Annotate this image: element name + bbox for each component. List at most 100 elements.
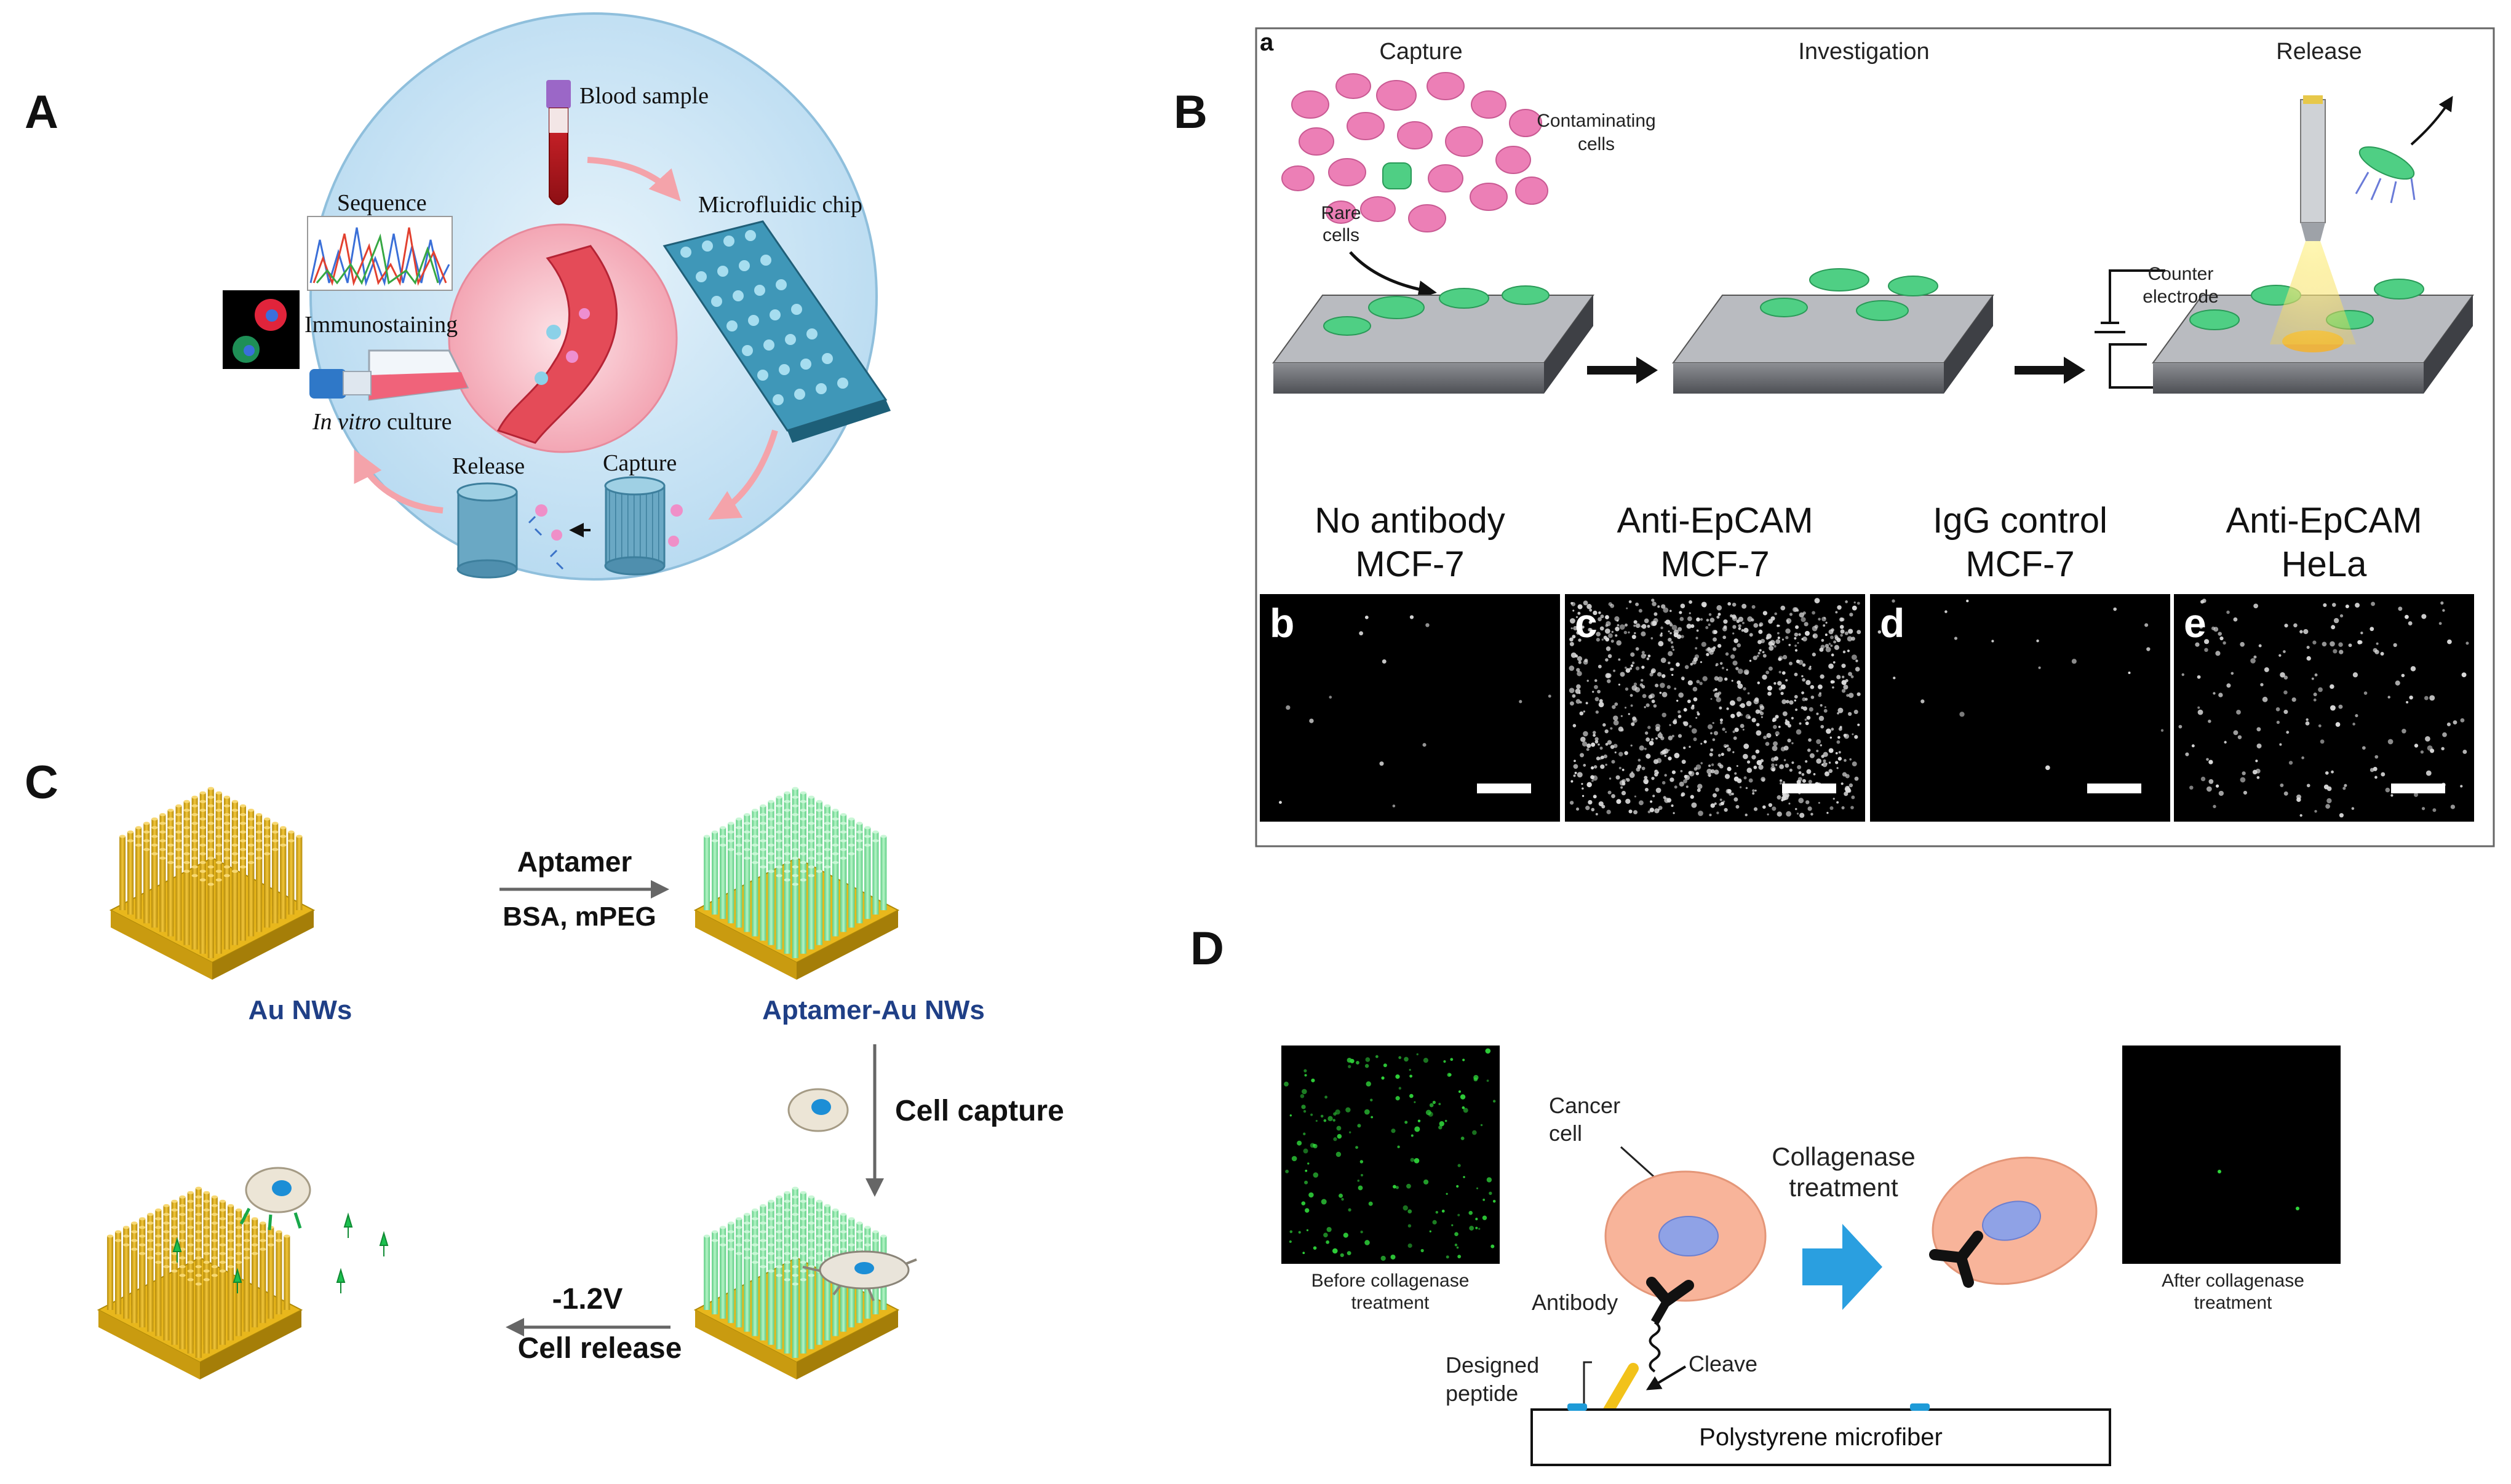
cell-speckle <box>1759 711 1764 716</box>
cell-speckle <box>1848 712 1852 716</box>
cell-speckle <box>2376 642 2379 645</box>
cell-speckle <box>1823 624 1826 627</box>
cell-speckle <box>1732 647 1737 651</box>
fluorescent-cell <box>1457 1255 1462 1259</box>
collagenase-label-2: treatment <box>1789 1173 1898 1202</box>
cell-speckle <box>1582 741 1588 747</box>
cell-speckle <box>1778 670 1781 673</box>
cell-speckle <box>1798 633 1801 636</box>
cell-speckle <box>1759 649 1762 652</box>
before-caption: Before collagenase <box>1311 1271 1470 1291</box>
cell-speckle <box>1816 749 1819 753</box>
cell-speckle <box>1828 663 1834 669</box>
cell-speckle <box>1805 760 1808 763</box>
cell-speckle <box>1825 633 1828 637</box>
cell-speckle <box>1893 677 1896 680</box>
cell-speckle <box>1589 628 1593 632</box>
cell-speckle <box>1660 736 1665 740</box>
scale-bar <box>1477 784 1531 793</box>
cell-speckle <box>1839 617 1844 622</box>
cell-speckle <box>1422 743 1427 747</box>
cell-speckle <box>1833 640 1837 644</box>
cell-speckle <box>1620 728 1624 732</box>
cell-speckle <box>2438 622 2442 625</box>
cell-speckle <box>1779 764 1785 769</box>
cell-speckle <box>1596 756 1601 761</box>
cell-speckle <box>1591 742 1596 747</box>
designed-peptide <box>1603 1363 1639 1416</box>
cell-speckle <box>1714 676 1719 681</box>
blood-sample-tube-icon <box>546 80 571 205</box>
cell-speckle <box>1802 637 1807 642</box>
cell-speckle <box>2195 642 2200 647</box>
image-header-e: Anti-EpCAM <box>2226 501 2422 541</box>
cell-speckle <box>1818 684 1823 689</box>
cell-speckle <box>1657 809 1660 811</box>
cell-speckle <box>1668 736 1673 740</box>
cell-speckle <box>1594 684 1598 689</box>
cell-speckle <box>1683 721 1689 726</box>
cell-speckle <box>2381 772 2386 777</box>
fluorescent-cell <box>1492 1199 1496 1203</box>
cell-speckle <box>1639 745 1644 751</box>
au-nanowire-array <box>109 787 316 980</box>
cell-speckle <box>1761 777 1765 782</box>
antibody-icon <box>1646 1277 1694 1373</box>
fluorescent-cell <box>1345 1107 1351 1113</box>
cell-speckle <box>2318 687 2323 692</box>
cell-speckle <box>1605 763 1607 766</box>
cell-speckle <box>1825 643 1829 648</box>
fluorescent-cell <box>1303 1109 1307 1113</box>
fluorescent-cell <box>1381 1076 1385 1080</box>
cell-speckle <box>1850 806 1854 809</box>
cell-speckle <box>2262 696 2268 702</box>
cell-release-label: Cell release <box>518 1332 682 1365</box>
cell-speckle <box>1611 760 1615 764</box>
cell-speckle <box>1831 728 1834 731</box>
release-cylinder-icon <box>456 482 518 579</box>
cell-speckle <box>2213 692 2216 695</box>
cell-speckle <box>1635 623 1641 629</box>
cell-speckle <box>1689 600 1692 604</box>
fluorescent-cell <box>1407 1243 1412 1248</box>
cell-speckle <box>1812 611 1815 615</box>
cell-speckle <box>1762 611 1768 616</box>
cell-speckle <box>1645 737 1650 742</box>
cell-speckle <box>1818 617 1821 621</box>
cell-speckle <box>1615 634 1618 637</box>
fluorescent-cell <box>1321 1199 1327 1205</box>
cell-speckle <box>1722 626 1727 632</box>
cell-speckle <box>1600 764 1605 769</box>
cell-speckle <box>2355 714 2358 718</box>
cell-speckle <box>1844 631 1848 635</box>
cell-speckle <box>1593 765 1598 769</box>
cell-speckle <box>1812 653 1816 657</box>
cell-speckle <box>1714 802 1717 805</box>
cell-speckle <box>1669 667 1673 672</box>
cell-speckle <box>2314 673 2318 677</box>
cell-speckle <box>1671 770 1676 774</box>
cell-speckle <box>2293 623 2298 628</box>
cell-speckle <box>1710 732 1713 735</box>
cell-speckle <box>1785 763 1789 768</box>
cell-speckle <box>1681 760 1686 764</box>
bsa-mpeg-label: BSA, mPEG <box>503 902 656 932</box>
cell-speckle <box>1680 603 1685 609</box>
fluorescent-cell <box>1454 1232 1458 1236</box>
cell-speckle <box>1743 753 1748 760</box>
cell-speckle <box>1628 631 1630 633</box>
fluorescent-cell <box>1304 1074 1307 1077</box>
cell-speckle <box>1679 617 1684 621</box>
cell-speckle <box>2312 640 2317 645</box>
cell-speckle <box>1797 764 1802 769</box>
cell-speckle <box>1743 744 1749 749</box>
cell-speckle <box>1841 664 1846 669</box>
cell-speckle <box>1572 724 1577 728</box>
fluorescent-cell <box>1327 1116 1333 1122</box>
cell-speckle <box>1680 769 1683 772</box>
cell-speckle <box>1700 661 1703 664</box>
fluorescent-cell <box>1420 1248 1424 1253</box>
fluorescent-cell <box>1492 1100 1496 1103</box>
blood-cell <box>535 371 548 385</box>
cell-speckle <box>2429 695 2435 701</box>
